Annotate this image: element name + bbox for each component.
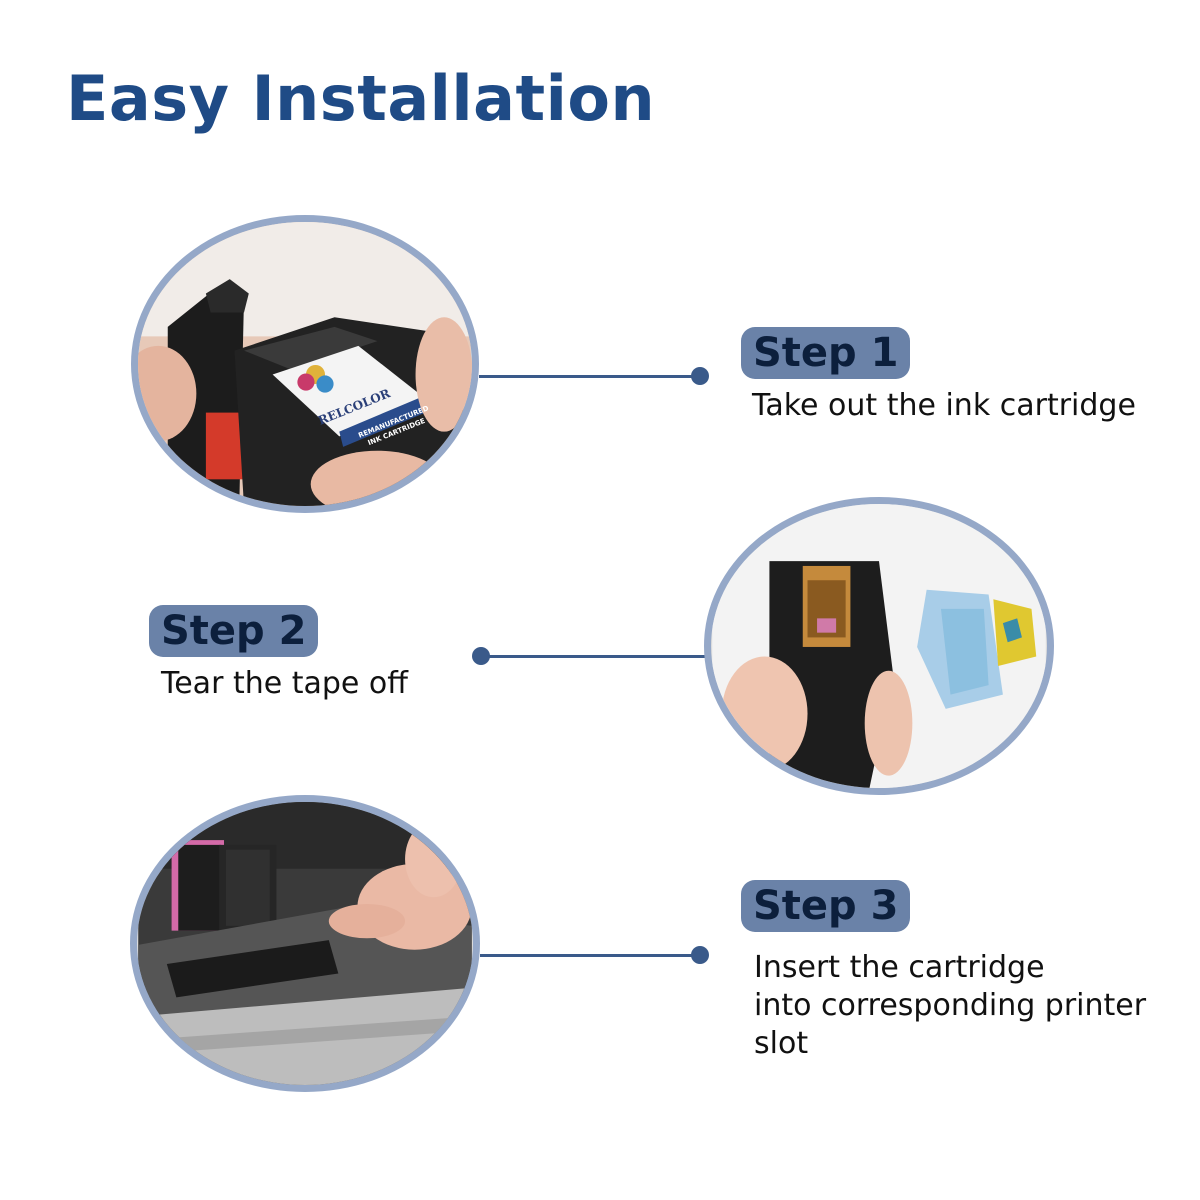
step-1-badge: Step 1 <box>741 327 911 379</box>
cartridge-removal-illustration <box>138 222 472 506</box>
step-3-description: Insert the cartridge into corresponding … <box>754 949 1146 1063</box>
step-3-description-line-2: into corresponding printer <box>754 988 1147 1023</box>
step-3-description-line-1: Insert the cartridge <box>754 950 1045 985</box>
page-title: Easy Installation <box>66 62 656 135</box>
step-3-badge: Step 3 <box>741 880 911 932</box>
step-3-connector <box>480 954 701 957</box>
tape-removal-illustration <box>712 504 1046 788</box>
step-3-photo <box>130 795 480 1092</box>
step-1-dot <box>691 367 709 385</box>
step-1-description: Take out the ink cartridge <box>752 388 1136 423</box>
step-1-photo: RELCOLOR REMANUFACTURED INK CARTRIDGE <box>131 215 479 513</box>
printer-slot-illustration <box>138 802 472 1085</box>
step-2-description: Tear the tape off <box>161 666 408 701</box>
step-2-dot <box>472 647 490 665</box>
step-3-dot <box>691 946 709 964</box>
step-2-badge: Step 2 <box>149 605 319 657</box>
step-2-connector <box>481 655 706 658</box>
step-3-description-line-3: slot <box>754 1026 809 1061</box>
step-1-connector <box>479 375 701 378</box>
step-2-photo <box>704 497 1054 795</box>
